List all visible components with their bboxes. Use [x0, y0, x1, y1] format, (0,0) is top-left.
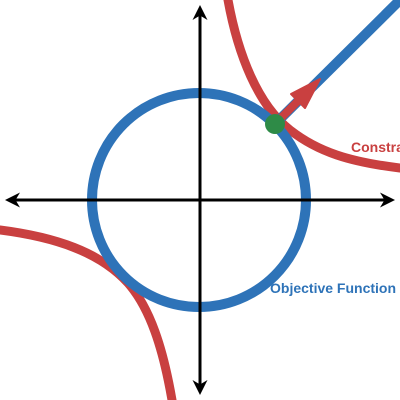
constraint-label: Constraint [351, 139, 400, 155]
constraint-curve-upper [223, 0, 400, 173]
constraint-gradient-arrowhead [290, 78, 321, 109]
tangent-point [265, 114, 285, 134]
constraint-curve-lower [0, 225, 177, 400]
objective-label: Objective Function [270, 280, 396, 296]
